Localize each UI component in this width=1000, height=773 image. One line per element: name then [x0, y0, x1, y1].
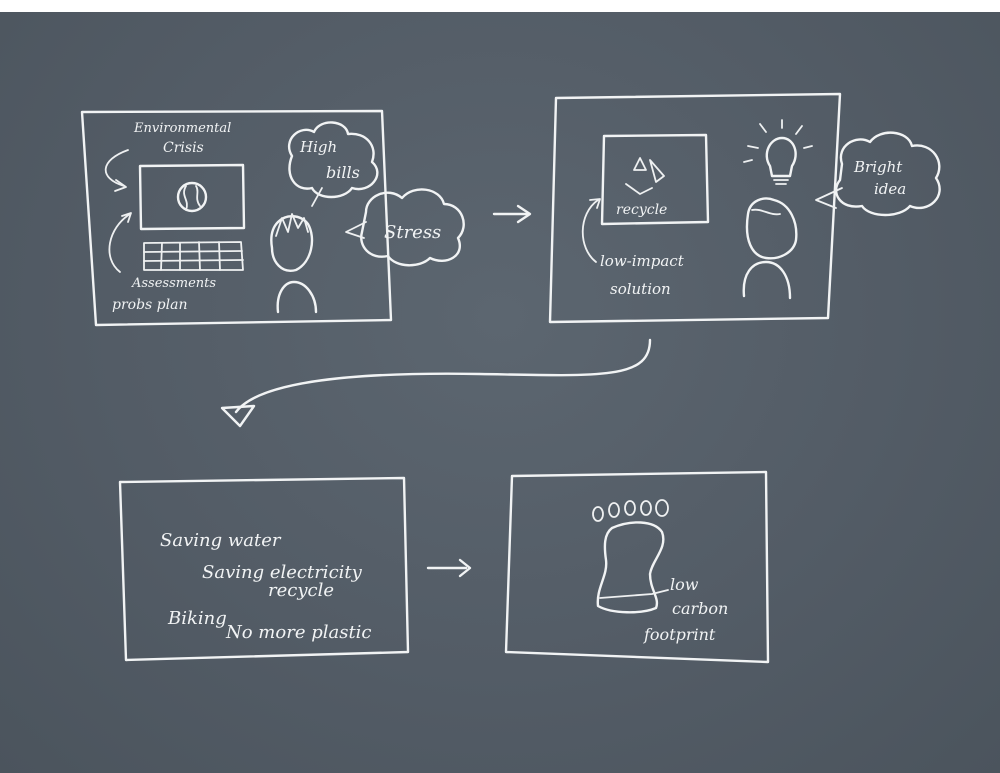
cloud-bills-line2: bills [326, 163, 360, 182]
panel-eco-actions: Saving water Saving electricity recycle … [118, 476, 410, 662]
cloud-bills-line1: High [299, 138, 337, 156]
footprint-icon [592, 499, 669, 614]
high-bills-cloud: High bills [288, 121, 379, 207]
cloud-stress-label: Stress [384, 222, 441, 243]
scribble-pointer-arrow [108, 213, 131, 273]
action-item-1: Saving water [160, 530, 282, 551]
crisis-monitor [138, 163, 246, 231]
header-pointer-arrow [104, 149, 129, 187]
person-with-idea [742, 197, 798, 300]
panel-4-frame [504, 470, 770, 664]
stress-cloud: Stress [345, 188, 465, 267]
action-item-5: No more plastic [225, 622, 372, 643]
action-item-3: recycle [268, 580, 334, 601]
panel-3-frame [118, 476, 410, 662]
globe-icon [176, 181, 208, 213]
cloud-idea-line1: Bright [853, 158, 903, 176]
panel-4-caption-line1: low [670, 575, 699, 594]
panel-1-frame [80, 109, 393, 327]
panel-4-caption-line2: carbon [672, 599, 728, 618]
panel-2-frame [548, 92, 842, 324]
panel-1-header-line2: Crisis [163, 140, 204, 156]
panel-1-scribble-line1: Assessments [131, 276, 216, 291]
panel-2-caption-line1: low-impact [600, 252, 685, 270]
panel-environmental-crisis: Environmental Crisis Assessments probs p… [80, 109, 465, 327]
flow-arrow-2-to-3 [220, 338, 652, 428]
recycle-icon [625, 157, 665, 195]
recycle-screen [600, 133, 710, 226]
keyboard-grid [143, 241, 244, 271]
stressed-person [270, 213, 318, 314]
storyboard-sketch: Environmental Crisis Assessments probs p… [80, 92, 941, 664]
panel-2-caption-line2: solution [610, 280, 671, 298]
action-item-4: Biking [167, 608, 227, 629]
flow-arrow-1-to-2 [492, 204, 532, 224]
action-item-2: Saving electricity [202, 562, 363, 583]
chalkboard: Environmental Crisis Assessments probs p… [0, 12, 1000, 773]
flow-arrow-3-to-4 [426, 558, 472, 578]
panel-low-carbon-footprint: low carbon footprint [504, 470, 770, 664]
lightbulb-icon [743, 119, 813, 185]
panel-low-impact-solution: recycle low-impact solution Bright idea [548, 92, 941, 324]
panel-1-scribble-line2: probs plan [112, 297, 187, 313]
panel-1-header-line1: Environmental [133, 121, 231, 136]
solution-pointer-arrow [581, 199, 599, 263]
bright-idea-cloud: Bright idea [815, 131, 941, 217]
cloud-idea-line2: idea [874, 180, 906, 198]
panel-4-caption-line3: footprint [643, 625, 716, 644]
recycle-label: recycle [616, 202, 667, 218]
